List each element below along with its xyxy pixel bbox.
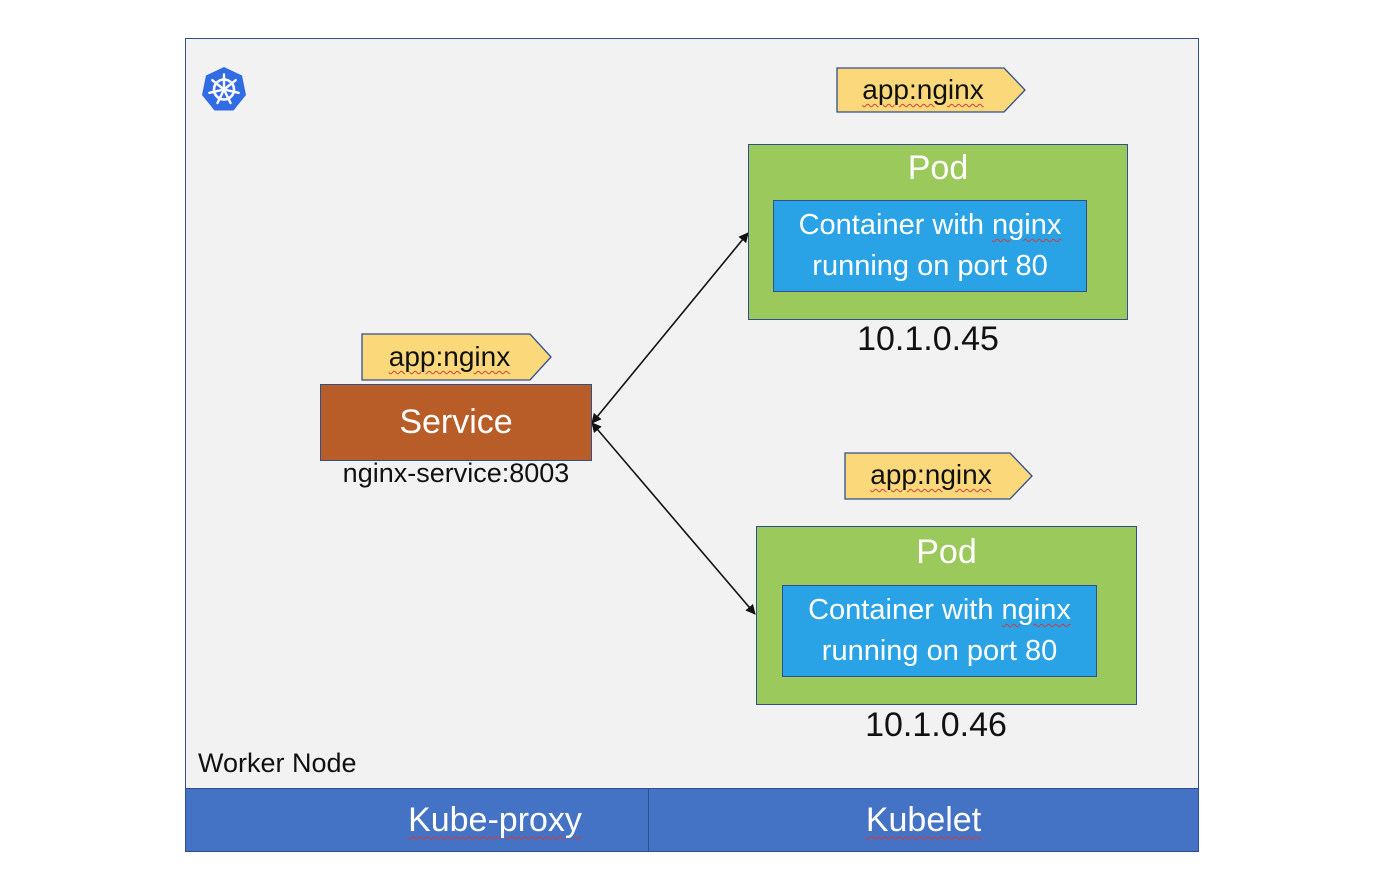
service-address: nginx-service:8003 [342,458,570,488]
pod-2-title: Pod [916,533,977,571]
pod-1-ip: 10.1.0.45 [857,320,999,358]
service-tag-shape [361,333,552,381]
kubelet-label: Kubelet [865,800,982,839]
pod-1-container-line1: Container with nginx [798,209,1062,241]
pod2-tag-label: app:nginx [870,459,992,490]
worker-node-label: Worker Node [198,748,357,778]
pod1-tag-label: app:nginx [862,74,984,105]
service-tag-label: app:nginx [388,341,511,372]
pod-2-container-line1: Container with nginx [808,594,1071,626]
service-label: Service [399,403,513,441]
pod-2-container-line2: running on port 80 [821,635,1058,667]
service-box: Service [320,384,592,461]
service-to-pod1-arrow [591,232,749,424]
pod-1-title: Pod [907,149,969,187]
pod-2-ip: 10.1.0.46 [865,706,1007,744]
pod2-tag-shape [844,452,1033,500]
service-to-pod2-arrow [591,422,756,615]
kube-proxy-bar: Kube-proxy [185,788,649,852]
pod1-tag-shape [836,67,1026,113]
kube-proxy-label: Kube-proxy [408,800,582,839]
kubelet-bar: Kubelet [648,788,1199,852]
pod-2-container: Container with nginx running on port 80 [782,585,1097,677]
pod-1-container-line2: running on port 80 [812,250,1048,282]
kubernetes-helm-icon [202,67,246,111]
pod-1-container: Container with nginx running on port 80 [773,200,1087,292]
